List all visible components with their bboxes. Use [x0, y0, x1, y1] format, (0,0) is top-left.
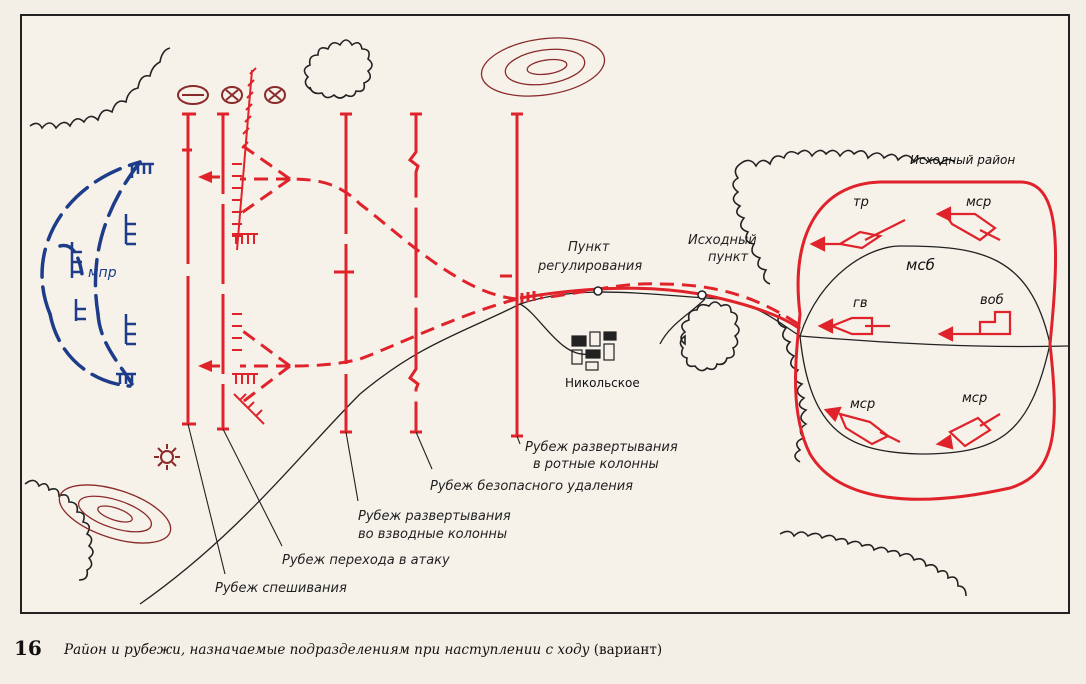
label-control-point: Пункт [568, 240, 610, 255]
label-start-point-2: пункт [708, 250, 749, 265]
road-branch [659, 298, 706, 345]
unit-msr-top-symbol [935, 206, 1001, 242]
label-safe-distance: Рубеж безопасного удаления [430, 479, 633, 494]
forest-bottom-right [779, 530, 967, 597]
unit-msr-br-symbol [935, 413, 1001, 450]
hill-contours-bottom [58, 484, 172, 544]
movement-routes [200, 142, 799, 406]
line-dismount [182, 112, 196, 426]
contour-outer [480, 37, 606, 97]
label-deploy-platoon-2: во взводные колонны [358, 527, 507, 542]
tactical-diagram: Никольское мпр [20, 14, 1070, 614]
hill-contours-top [480, 37, 606, 97]
label-attack-transition: Рубеж перехода в атаку [282, 553, 450, 568]
figure-variant: (вариант) [593, 642, 663, 658]
route-points [593, 286, 707, 300]
msb-divider-top [799, 245, 1051, 345]
contour-middle [504, 48, 586, 86]
label-dismount: Рубеж спешивания [215, 581, 347, 596]
contour-outer-b [58, 484, 172, 544]
msb-divider-bottom [799, 335, 1051, 455]
label-deploy-company: Рубеж развертывания [525, 440, 678, 455]
attack-line-combs [232, 67, 265, 425]
contour-inner [526, 58, 568, 76]
leader-lines [187, 423, 521, 575]
enemy-trenches [70, 162, 154, 384]
map-frame [20, 14, 1070, 614]
route-arrows [198, 171, 212, 372]
unit-gv-symbol [817, 316, 890, 336]
label-control-point-2: регулирования [537, 259, 642, 274]
label-deploy-company-2: в ротные колонны [533, 457, 659, 472]
unit-msr-top-label: мср [966, 195, 991, 210]
unit-symbols [809, 206, 1012, 450]
label-start-area: Исходный район [910, 153, 1015, 167]
unit-tr-symbol [809, 219, 906, 252]
unit-msb-label: мсб [906, 256, 935, 274]
observation-post-icon [154, 444, 180, 470]
road-village [519, 303, 591, 355]
unit-vob-symbol [937, 310, 1012, 342]
enemy-label: мпр [88, 265, 117, 281]
march-route [519, 286, 801, 331]
control-point-marker [593, 286, 603, 296]
figure-number: 16 [14, 636, 42, 660]
figure-caption: 16 Район и рубежи, назначаемые подраздел… [14, 636, 1074, 676]
unit-msr-bl-label: мср [850, 397, 875, 412]
phase-lines [182, 112, 523, 438]
unit-msr-br-label: мср [962, 391, 987, 406]
contour-inner-b [97, 505, 133, 523]
village-nikolskoe [571, 331, 617, 371]
small-unit-symbols [177, 85, 286, 105]
unit-tr-label: тр [853, 195, 869, 210]
unit-gv-label: гв [853, 296, 868, 311]
village-label: Никольское [565, 376, 640, 390]
start-area-boundary [794, 180, 1058, 501]
figure-title: Район и рубежи, назначаемые подразделени… [64, 642, 662, 658]
contour-middle-b [77, 495, 153, 533]
label-deploy-platoon: Рубеж развертывания [358, 509, 511, 524]
figure-title-text: Район и рубежи, назначаемые подразделени… [64, 642, 590, 658]
forest-top-middle [303, 39, 373, 99]
road-east [799, 335, 1070, 348]
start-point-marker [697, 290, 707, 300]
unit-vob-label: воб [980, 293, 1004, 308]
label-start-point: Исходный [688, 233, 757, 248]
forest-top-left [29, 47, 171, 130]
forest-bottom-left [24, 479, 94, 581]
line-deploy-platoon [334, 112, 354, 434]
unit-msr-bl-symbol [823, 406, 901, 446]
